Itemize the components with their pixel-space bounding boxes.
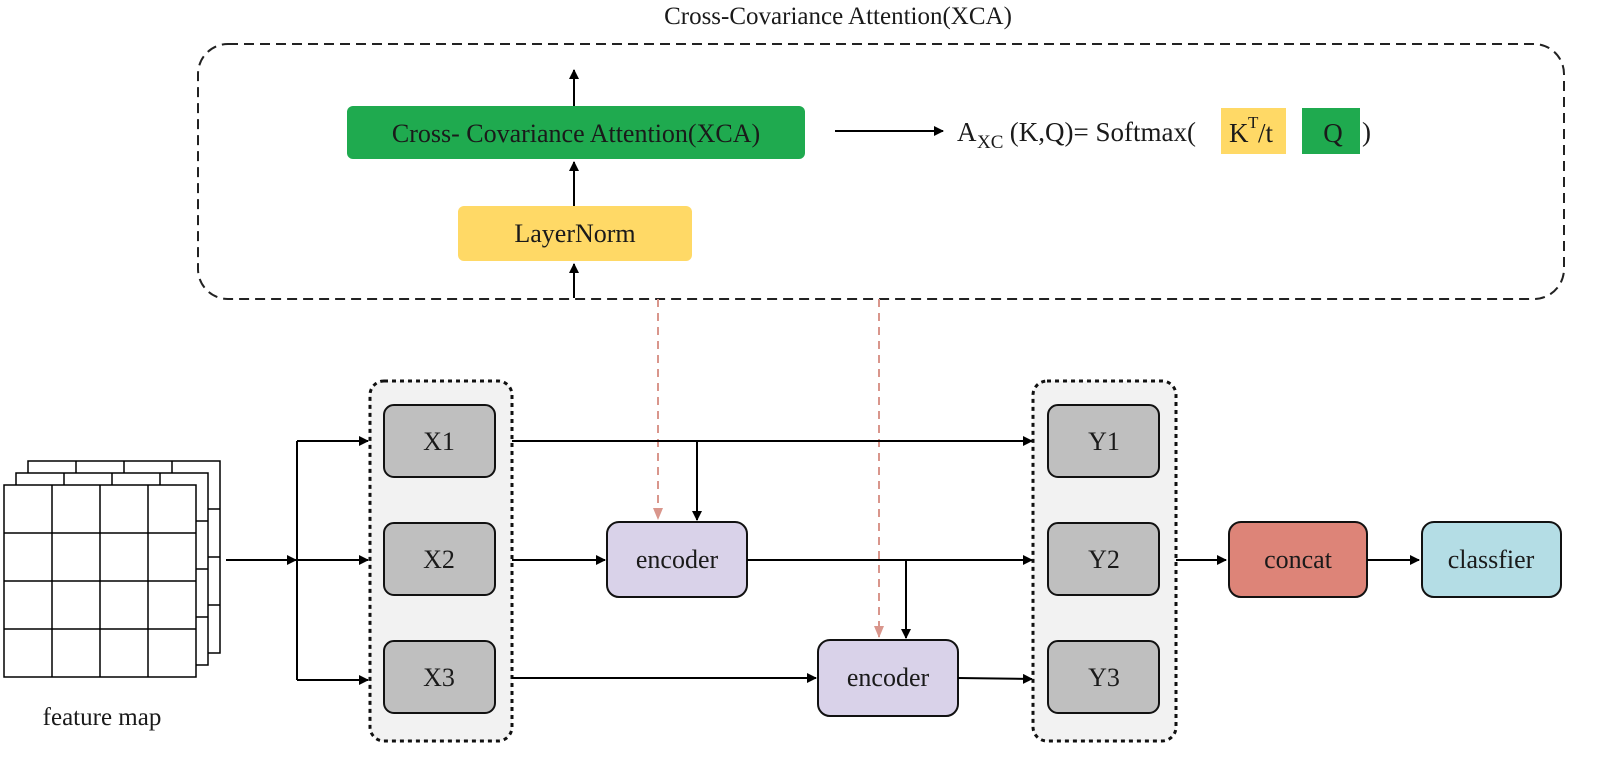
classifier-label: classfier xyxy=(1448,545,1535,574)
formula-a-subscript: XC xyxy=(977,132,1003,153)
y1-label: Y1 xyxy=(1088,427,1120,456)
x3-box xyxy=(383,640,496,714)
formula-k-superscript: T xyxy=(1248,113,1259,132)
xca-block xyxy=(347,106,805,159)
y3-box xyxy=(1047,640,1160,714)
layernorm-label: LayerNorm xyxy=(514,219,635,248)
y3-label: Y3 xyxy=(1088,663,1120,692)
formula-a: A xyxy=(957,117,977,147)
x1-box xyxy=(383,404,496,478)
formula-k-tail: /t xyxy=(1258,118,1274,148)
encoder-1-label: encoder xyxy=(636,545,719,574)
x2-label: X2 xyxy=(423,545,455,574)
x1-label: X1 xyxy=(423,427,455,456)
y2-label: Y2 xyxy=(1088,545,1120,574)
classifier-box xyxy=(1421,521,1562,598)
formula-k: K xyxy=(1229,118,1249,148)
formula-q-highlight xyxy=(1302,108,1360,154)
formula-q: Q xyxy=(1323,118,1343,148)
y1-box xyxy=(1047,404,1160,478)
encoder-2-label: encoder xyxy=(847,663,930,692)
concat-label: concat xyxy=(1264,545,1333,574)
formula-k-highlight xyxy=(1221,108,1286,154)
xca-detail-container xyxy=(197,43,1565,300)
x2-box xyxy=(383,522,496,596)
formula-close-paren: ) xyxy=(1362,117,1371,147)
encoder2-to-y3-arrow xyxy=(957,673,1033,684)
x3-label: X3 xyxy=(423,663,455,692)
feature-map-label: feature map xyxy=(43,704,162,731)
formula-args: (K,Q)= Softmax( xyxy=(1003,117,1196,147)
xca-block-label: Cross- Covariance Attention(XCA) xyxy=(392,119,760,148)
layernorm-block xyxy=(458,206,692,261)
y2-box xyxy=(1047,522,1160,596)
top-title: Cross-Covariance Attention(XCA) xyxy=(664,3,1012,30)
feature-map-icon xyxy=(3,460,221,678)
